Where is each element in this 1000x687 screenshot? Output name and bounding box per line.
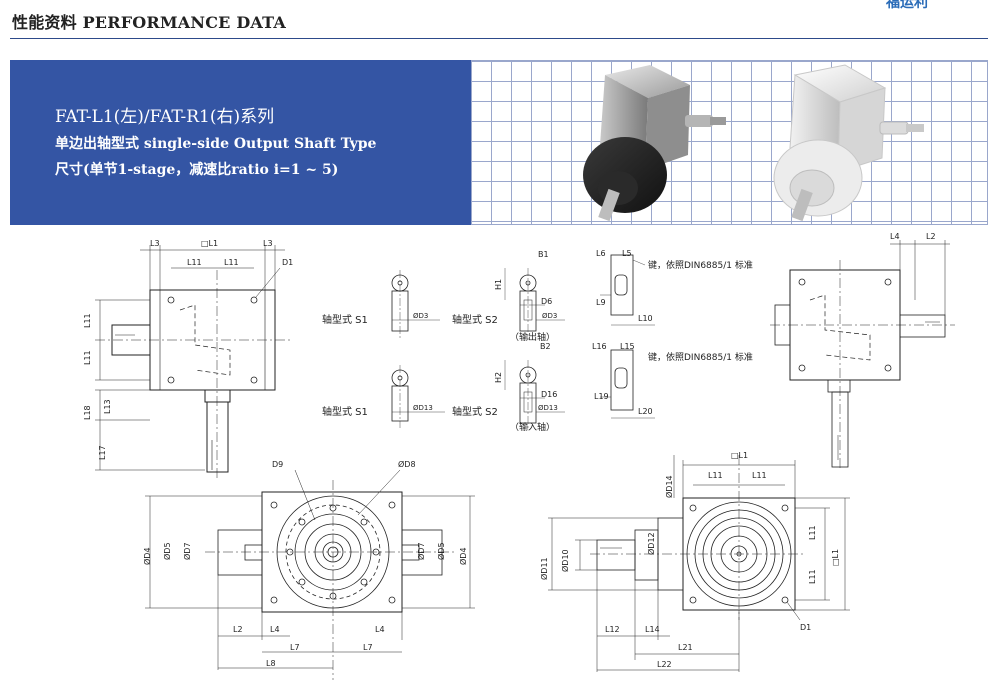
tr-label-l4: L4 bbox=[890, 232, 900, 241]
sd-s2-out-label: 轴型式 S2 bbox=[452, 313, 498, 326]
bottom-right-view bbox=[548, 455, 850, 672]
sd-l16: L16 bbox=[592, 342, 607, 351]
br-label-l11-c: L11 bbox=[808, 525, 817, 540]
tl-label-l11-c: L11 bbox=[83, 313, 92, 328]
br-label-l11-d: L11 bbox=[808, 569, 817, 584]
bl-label-d8: ØD8 bbox=[398, 459, 416, 469]
gearbox-photo-light bbox=[773, 64, 924, 222]
tr-label-l2: L2 bbox=[926, 232, 936, 241]
br-label-l14: L14 bbox=[645, 625, 660, 634]
br-label-l1: □L1 bbox=[731, 451, 748, 460]
sd-l19: L19 bbox=[594, 392, 609, 401]
bl-label-l8: L8 bbox=[266, 659, 276, 668]
sd-d3-s1: ØD3 bbox=[413, 312, 428, 320]
bl-label-l2: L2 bbox=[233, 625, 243, 634]
tl-label-l17: L17 bbox=[98, 445, 107, 460]
banner-blue-panel: FAT-L1(左)/FAT-R1(右)系列 单边出轴型式 single-side… bbox=[10, 60, 471, 225]
sd-d3-s2: ØD3 bbox=[542, 312, 557, 320]
bl-label-d5-right: ØD5 bbox=[436, 542, 446, 560]
tl-label-l11-d: L11 bbox=[83, 350, 92, 365]
tl-label-l3-right: L3 bbox=[263, 239, 273, 248]
sd-input-note: （输入轴） bbox=[510, 421, 555, 433]
brand-logo: 福运利 bbox=[886, 0, 928, 11]
series-size: 尺寸(单节1-stage，减速比ratio i=1 ~ 5) bbox=[55, 162, 339, 178]
sd-key-out: 键，依照DIN6885/1 标准 bbox=[648, 259, 753, 271]
bl-label-l7-right: L7 bbox=[363, 643, 373, 652]
bl-label-d7-left: ØD7 bbox=[182, 542, 192, 560]
sd-output-note: （输出轴） bbox=[510, 331, 555, 343]
series-banner: FAT-L1(左)/FAT-R1(右)系列 单边出轴型式 single-side… bbox=[10, 60, 988, 225]
bl-label-d9: D9 bbox=[272, 460, 283, 469]
sd-l20: L20 bbox=[638, 407, 653, 416]
bl-label-d4-right: ØD4 bbox=[458, 547, 468, 565]
sd-s1-out-label: 轴型式 S1 bbox=[322, 313, 368, 326]
sd-key-in: 键，依照DIN6885/1 标准 bbox=[648, 351, 753, 363]
tl-label-l3-left: L3 bbox=[150, 239, 160, 248]
br-label-l11-b: L11 bbox=[752, 471, 767, 480]
br-label-l21: L21 bbox=[678, 643, 693, 652]
br-label-d14: ØD14 bbox=[664, 475, 674, 498]
sd-h2: H2 bbox=[494, 372, 503, 383]
gearbox-photo-dark bbox=[583, 65, 726, 222]
sd-d13-s1: ØD13 bbox=[413, 404, 433, 412]
bl-label-l4-left: L4 bbox=[270, 625, 280, 634]
br-label-l12: L12 bbox=[605, 625, 620, 634]
bottom-left-view bbox=[145, 469, 475, 680]
sd-l5: L5 bbox=[622, 249, 632, 258]
page-header: 性能资料 PERFORMANCE DATA 福运利 bbox=[0, 0, 1000, 40]
shaft-details bbox=[391, 254, 655, 428]
sd-d13-s2: ØD13 bbox=[538, 404, 558, 412]
bl-label-d4-left: ØD4 bbox=[142, 547, 152, 565]
br-label-l22: L22 bbox=[657, 660, 672, 669]
header-rule bbox=[10, 38, 988, 39]
series-type: 单边出轴型式 single-side Output Shaft Type bbox=[55, 136, 377, 152]
br-label-l1-side: □L1 bbox=[831, 549, 840, 566]
bl-label-l4-right: L4 bbox=[375, 625, 385, 634]
sd-b2: B2 bbox=[540, 342, 551, 351]
bl-label-l7-left: L7 bbox=[290, 643, 300, 652]
sd-l10: L10 bbox=[638, 314, 653, 323]
tl-label-d1: D1 bbox=[282, 258, 293, 267]
sd-s2-in-label: 轴型式 S2 bbox=[452, 405, 498, 418]
br-label-d11: ØD11 bbox=[539, 557, 549, 580]
tl-label-l11-a: L11 bbox=[187, 258, 202, 267]
tl-label-l13: L13 bbox=[103, 399, 112, 414]
page-title: 性能资料 PERFORMANCE DATA bbox=[12, 13, 286, 32]
sd-h1: H1 bbox=[494, 279, 503, 290]
sd-d16: D16 bbox=[541, 390, 557, 399]
series-title: FAT-L1(左)/FAT-R1(右)系列 bbox=[55, 107, 275, 127]
sd-l9: L9 bbox=[596, 298, 606, 307]
tl-label-l11-b: L11 bbox=[224, 258, 239, 267]
sd-b1: B1 bbox=[538, 250, 549, 259]
top-right-view bbox=[770, 240, 955, 470]
top-left-view bbox=[95, 245, 290, 478]
sd-l6: L6 bbox=[596, 249, 606, 258]
sd-s1-in-label: 轴型式 S1 bbox=[322, 405, 368, 418]
tl-label-l18: L18 bbox=[83, 405, 92, 420]
br-label-d12: ØD12 bbox=[646, 532, 656, 555]
sd-l15: L15 bbox=[620, 342, 635, 351]
tl-label-l1: □L1 bbox=[201, 239, 218, 248]
br-label-d10: ØD10 bbox=[560, 549, 570, 572]
bl-label-d7-right: ØD7 bbox=[416, 542, 426, 560]
banner-grid-panel bbox=[471, 60, 988, 225]
br-label-d1: D1 bbox=[800, 623, 811, 632]
bl-label-d5-left: ØD5 bbox=[162, 542, 172, 560]
sd-d6: D6 bbox=[541, 297, 552, 306]
br-label-l11-a: L11 bbox=[708, 471, 723, 480]
